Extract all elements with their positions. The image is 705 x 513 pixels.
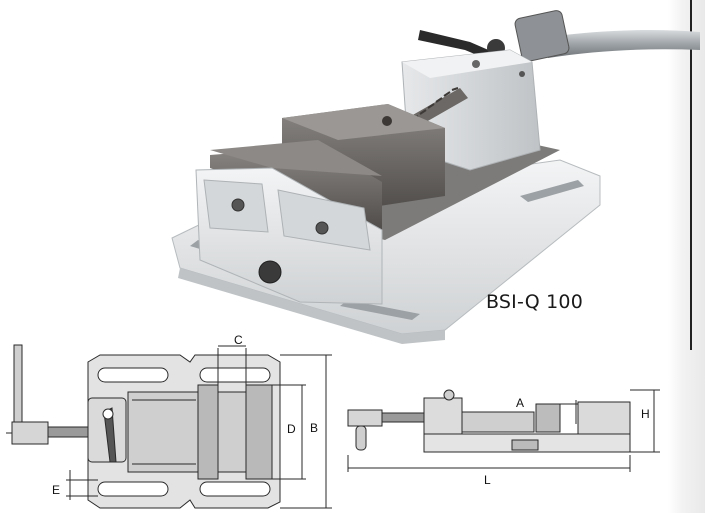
model-label: BSI-Q 100 bbox=[486, 291, 583, 313]
dim-label-c: C bbox=[234, 333, 243, 347]
top-lever-pivot bbox=[102, 408, 114, 420]
base-slot-right bbox=[520, 180, 584, 202]
dim-label-h: H bbox=[641, 407, 650, 421]
side-base-slot bbox=[511, 439, 539, 451]
jaw-pocket-right bbox=[277, 189, 371, 251]
top-slot-2 bbox=[199, 367, 271, 383]
screw-housing-top bbox=[402, 50, 532, 78]
jaw-bolt-left bbox=[231, 198, 245, 212]
vise-photo bbox=[171, 10, 700, 344]
housing-pin bbox=[519, 71, 525, 77]
top-movable-jaw bbox=[197, 384, 219, 480]
side-knob bbox=[443, 389, 455, 401]
movable-jaw-top bbox=[282, 104, 445, 140]
top-handle-clamp bbox=[11, 421, 49, 445]
top-handle-bar bbox=[13, 344, 23, 432]
base-slot-front bbox=[340, 300, 420, 320]
top-slot-3 bbox=[97, 481, 169, 497]
side-jaw-block bbox=[461, 411, 535, 433]
side-fixed-jaw bbox=[577, 401, 631, 439]
jaw-bolt-right bbox=[315, 221, 329, 235]
dim-label-l: L bbox=[484, 473, 491, 487]
base-front-edge bbox=[178, 268, 445, 344]
top-fixed-jaw bbox=[245, 384, 273, 480]
dim-label-e: E bbox=[52, 483, 60, 497]
side-handle-clamp bbox=[347, 409, 383, 427]
top-slot-1 bbox=[97, 367, 169, 383]
top-view-drawing bbox=[6, 344, 332, 509]
dim-label-d: D bbox=[287, 422, 296, 436]
fixed-jaw-top bbox=[210, 140, 382, 176]
right-edge-shadow bbox=[668, 0, 705, 513]
jaw-screw bbox=[382, 116, 392, 126]
housing-bolt bbox=[472, 60, 480, 68]
side-view-drawing bbox=[347, 389, 660, 472]
right-divider-line bbox=[690, 0, 692, 350]
side-movable-jaw bbox=[535, 403, 561, 433]
jaw-front-hole bbox=[258, 260, 282, 284]
handle-rod bbox=[540, 30, 700, 58]
dim-label-b: B bbox=[310, 421, 318, 435]
side-screw-housing bbox=[423, 397, 463, 435]
side-handle-bar bbox=[355, 425, 367, 451]
dim-label-a: A bbox=[516, 396, 524, 410]
rod-clamp bbox=[514, 10, 570, 62]
top-slot-4 bbox=[199, 481, 271, 497]
